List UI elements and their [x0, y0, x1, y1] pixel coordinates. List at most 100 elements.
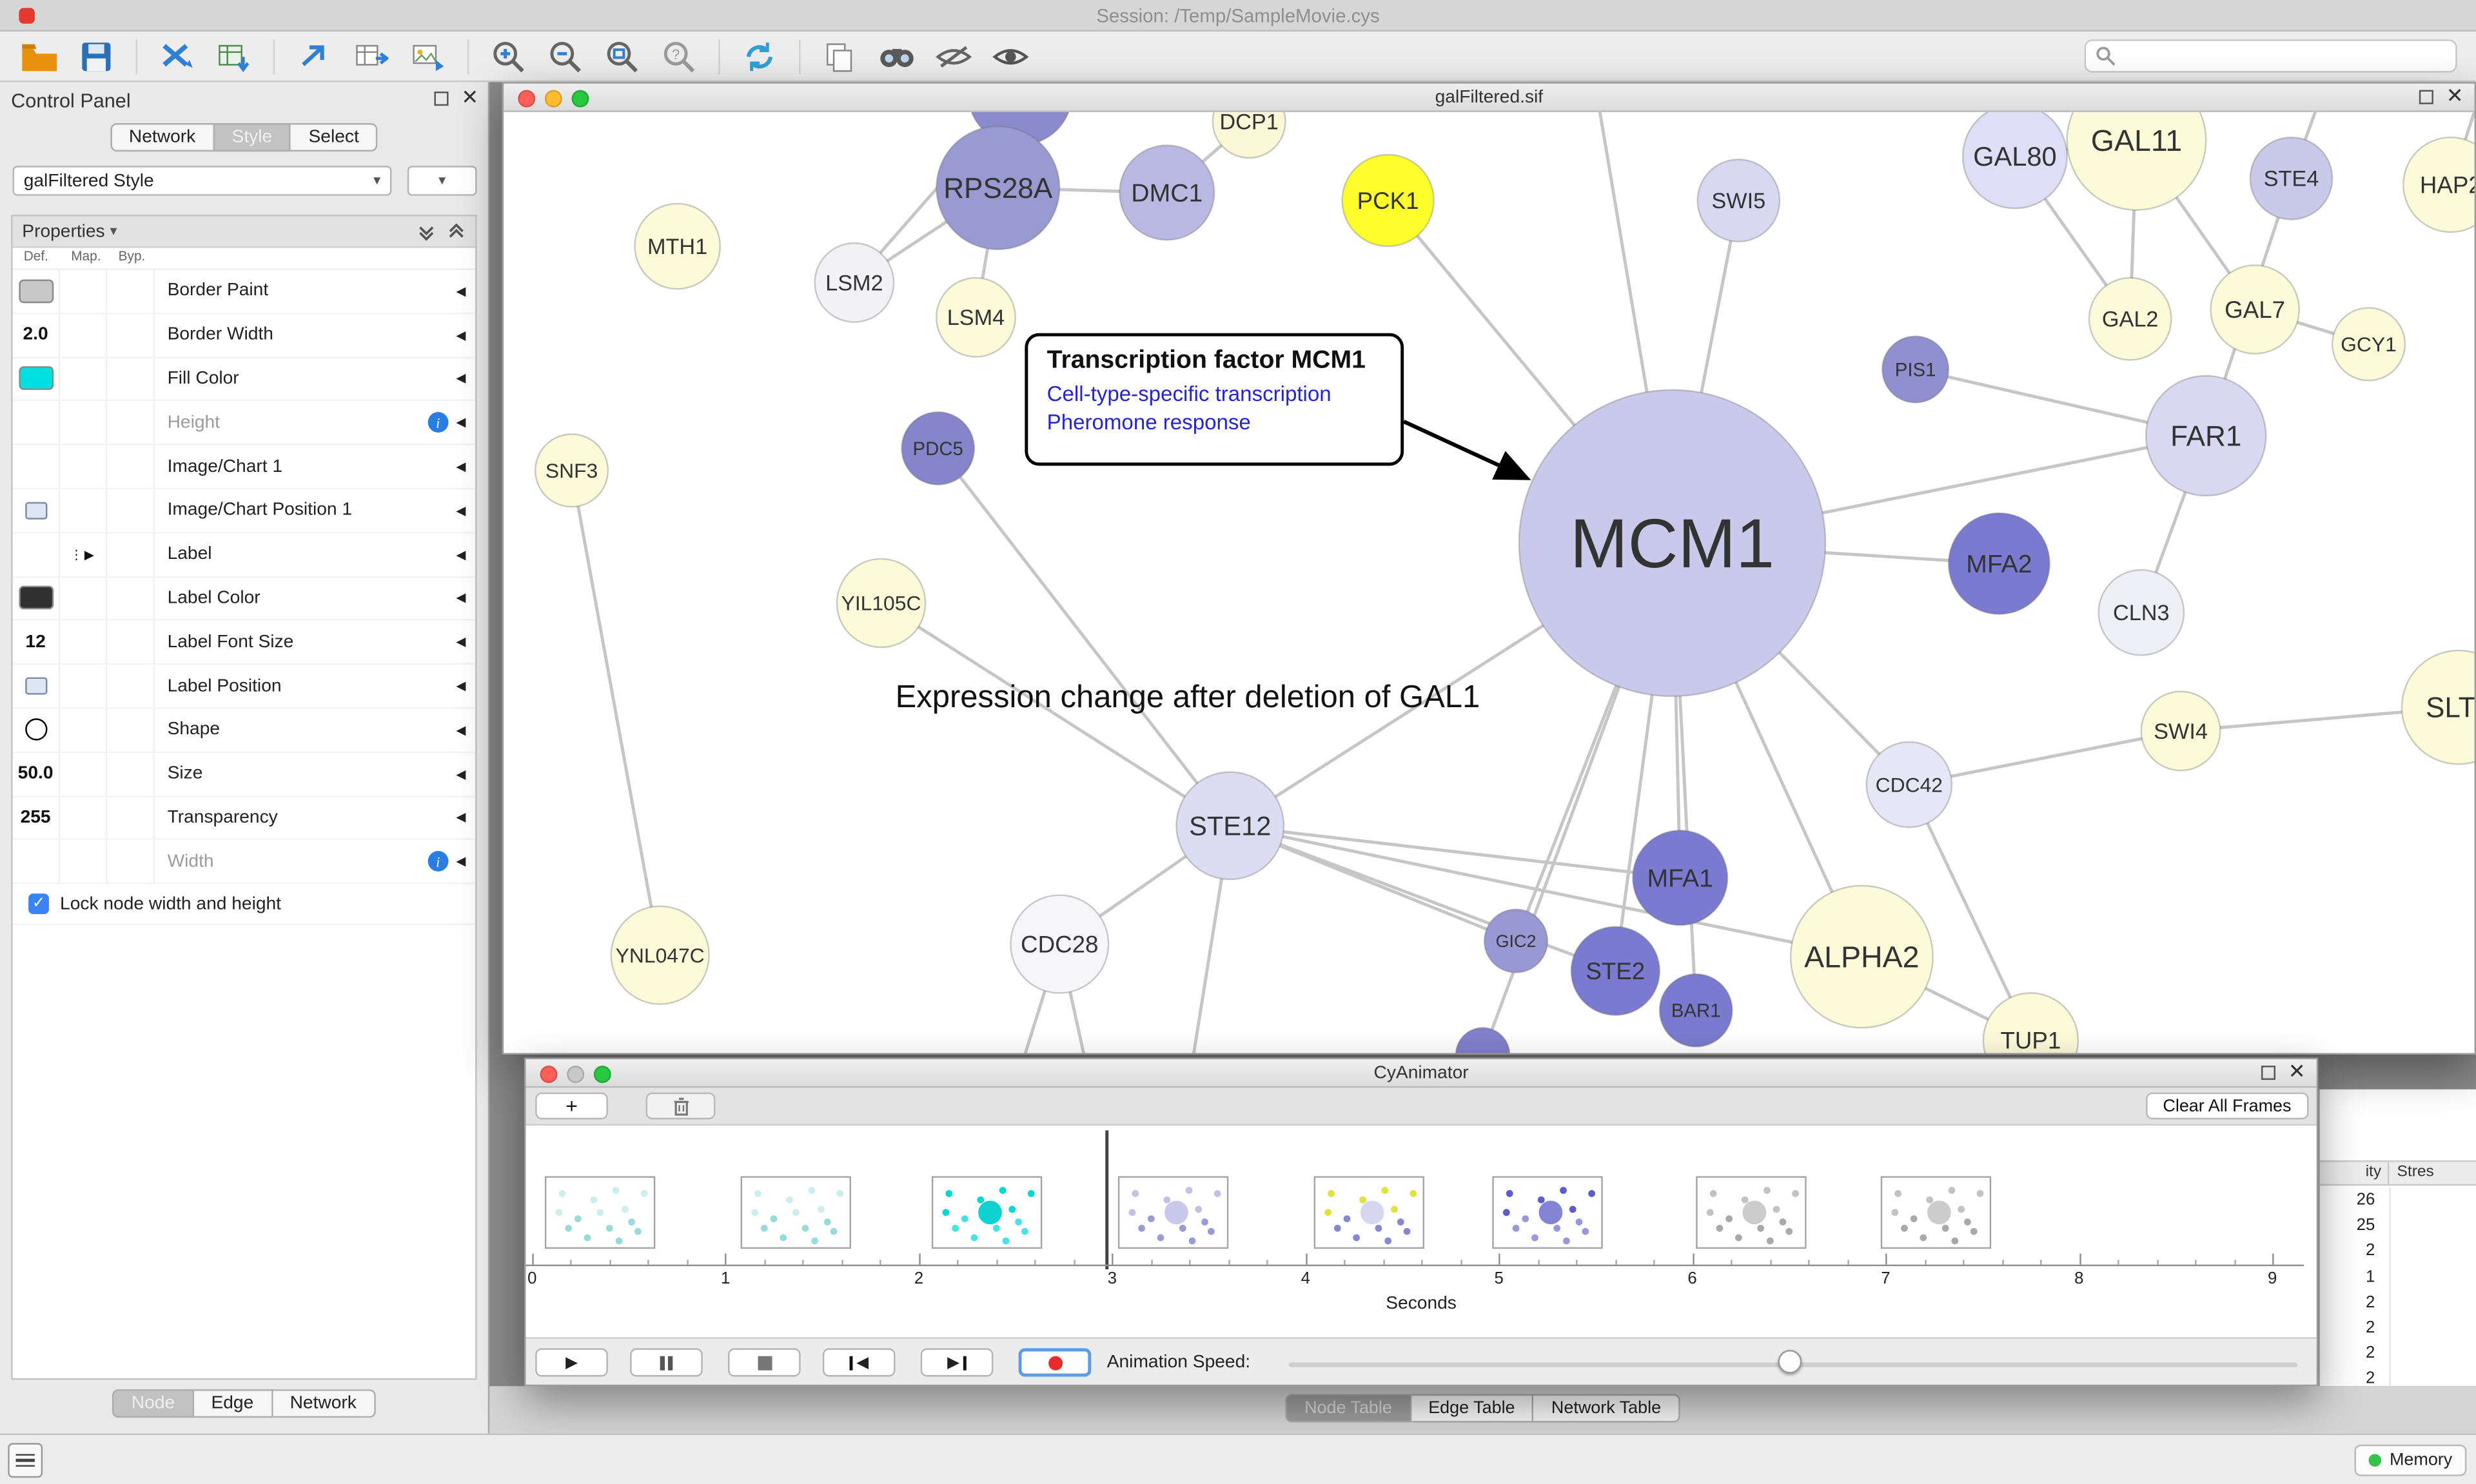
export-table-icon[interactable]: [348, 34, 395, 79]
chevron-down-icon[interactable]: ▾: [110, 222, 117, 239]
network-edge[interactable]: [936, 447, 1232, 827]
style-select[interactable]: galFiltered Style ▾: [12, 166, 392, 196]
expand-arrow-icon[interactable]: ◀: [456, 810, 466, 825]
network-node-alpha2[interactable]: [1789, 884, 1934, 1029]
network-node-ste2[interactable]: [1570, 926, 1661, 1016]
table-cell[interactable]: 2: [2365, 1369, 2375, 1389]
skip-to-end-button[interactable]: ▶: [920, 1348, 994, 1377]
close-frame-icon[interactable]: ✕: [2288, 1059, 2306, 1084]
zoom-in-icon[interactable]: [485, 34, 532, 79]
network-node-pis1[interactable]: [1881, 335, 1950, 404]
open-session-icon[interactable]: [15, 34, 63, 79]
add-frame-button[interactable]: +: [535, 1092, 608, 1120]
network-node-ste4[interactable]: [2249, 136, 2334, 220]
expand-arrow-icon[interactable]: ◀: [456, 284, 466, 298]
refresh-view-icon[interactable]: [736, 34, 783, 79]
expand-arrow-icon[interactable]: ◀: [456, 327, 466, 342]
zoom-selected-icon[interactable]: ?: [655, 34, 702, 79]
network-node-mfa2[interactable]: [1947, 512, 2051, 615]
zoom-out-icon[interactable]: [542, 34, 589, 79]
position-icon[interactable]: [24, 502, 47, 520]
table-tab-network-table[interactable]: Network Table: [1533, 1394, 1680, 1423]
ellipse-icon[interactable]: [24, 719, 47, 741]
network-graph[interactable]: DCP1RPS28ADMC1PCK1SWI5GAL80GAL11STE4HAP2…: [504, 112, 2475, 1053]
property-row-label-color[interactable]: Label Color◀: [12, 577, 476, 621]
network-canvas[interactable]: DCP1RPS28ADMC1PCK1SWI5GAL80GAL11STE4HAP2…: [504, 112, 2475, 1053]
expand-arrow-icon[interactable]: ◀: [456, 635, 466, 650]
first-neighbors-icon[interactable]: [873, 34, 920, 79]
canvas-text-annotation[interactable]: Expression change after deletion of GAL1: [895, 680, 1480, 716]
color-swatch[interactable]: [18, 279, 54, 303]
checkbox-checked-icon[interactable]: ✓: [28, 893, 49, 915]
lock-size-row[interactable]: ✓ Lock node width and height: [12, 884, 476, 926]
info-icon[interactable]: i: [427, 412, 449, 433]
network-edge[interactable]: [1909, 729, 2181, 786]
maximize-frame-icon[interactable]: [2261, 1064, 2276, 1079]
network-node-lsm2[interactable]: [814, 242, 895, 323]
frame-thumbnail-2[interactable]: [931, 1176, 1043, 1249]
expand-arrow-icon[interactable]: ◀: [456, 503, 466, 518]
network-node-cln3[interactable]: [2098, 569, 2185, 656]
table-tab-edge-table[interactable]: Edge Table: [1411, 1394, 1534, 1423]
network-node-mth1[interactable]: [634, 202, 721, 290]
expand-arrow-icon[interactable]: ◀: [456, 679, 466, 694]
network-node-swi4[interactable]: [2140, 690, 2221, 772]
default-value[interactable]: 255: [20, 808, 51, 828]
property-row-fill-color[interactable]: Fill Color◀: [12, 357, 476, 402]
timeline-playhead[interactable]: [1105, 1130, 1108, 1269]
delete-frame-button[interactable]: [645, 1092, 716, 1120]
default-value[interactable]: 50.0: [17, 764, 54, 784]
default-value[interactable]: 2.0: [23, 325, 48, 345]
network-node-dmc1[interactable]: [1119, 144, 1215, 241]
expand-all-icon[interactable]: [417, 222, 436, 240]
network-node-gal2[interactable]: [2088, 277, 2172, 361]
network-node-hap2[interactable]: [2402, 136, 2475, 233]
table-cell[interactable]: 26: [2356, 1190, 2375, 1209]
import-network-icon[interactable]: [153, 34, 201, 79]
property-row-label[interactable]: ⋮▶Label◀: [12, 533, 476, 578]
close-window-icon[interactable]: [518, 89, 536, 107]
network-node-cdc28[interactable]: [1010, 894, 1110, 994]
frame-thumbnail-3[interactable]: [1117, 1176, 1229, 1249]
property-row-shape[interactable]: Shape◀: [12, 708, 476, 753]
panel-menu-button[interactable]: [8, 1443, 43, 1478]
cyanimator-titlebar[interactable]: CyAnimator ✕: [526, 1059, 2317, 1088]
global-search[interactable]: [2084, 39, 2457, 73]
default-value[interactable]: 12: [25, 632, 46, 652]
network-node-cdc42[interactable]: [1865, 741, 1953, 828]
network-window-titlebar[interactable]: galFiltered.sif ✕: [504, 83, 2475, 112]
record-button[interactable]: [1018, 1348, 1092, 1377]
network-node-mcm1[interactable]: [1518, 389, 1827, 698]
network-node-tup1[interactable]: [1982, 992, 2079, 1053]
expand-arrow-icon[interactable]: ◀: [456, 459, 466, 474]
network-node-yil105c[interactable]: [836, 558, 927, 649]
expand-arrow-icon[interactable]: ◀: [456, 766, 466, 781]
network-node-node-b[interactable]: [1455, 1027, 1511, 1053]
expand-arrow-icon[interactable]: ◀: [456, 415, 466, 430]
mapping-icon[interactable]: ⋮▶: [70, 547, 96, 562]
expand-arrow-icon[interactable]: ◀: [456, 854, 466, 869]
table-column-header[interactable]: Stres: [2397, 1163, 2434, 1181]
tab-style[interactable]: Style: [214, 123, 291, 152]
color-swatch[interactable]: [18, 586, 54, 610]
network-edge[interactable]: [880, 601, 1232, 827]
network-node-rps28a[interactable]: [936, 125, 1061, 251]
property-row-border-paint[interactable]: Border Paint◀: [12, 269, 476, 314]
table-tab-node-table[interactable]: Node Table: [1285, 1394, 1411, 1423]
close-window-icon[interactable]: [540, 1064, 558, 1082]
network-node-snf3[interactable]: [534, 433, 609, 508]
info-icon[interactable]: i: [427, 851, 449, 872]
show-details-icon[interactable]: [987, 34, 1034, 79]
network-node-gal80[interactable]: [1961, 112, 2068, 210]
network-node-pdc5[interactable]: [901, 411, 976, 486]
annotation-box[interactable]: Transcription factor MCM1 Cell-type-spec…: [1025, 333, 1404, 466]
table-cell[interactable]: 25: [2356, 1216, 2375, 1235]
frame-thumbnail-5[interactable]: [1492, 1176, 1603, 1249]
skip-to-start-button[interactable]: ◀: [822, 1348, 896, 1377]
slider-thumb[interactable]: [1778, 1349, 1802, 1374]
property-row-label-position[interactable]: Label Position◀: [12, 665, 476, 709]
clear-all-frames-button[interactable]: Clear All Frames: [2145, 1092, 2309, 1120]
zoom-fit-icon[interactable]: [598, 34, 645, 79]
